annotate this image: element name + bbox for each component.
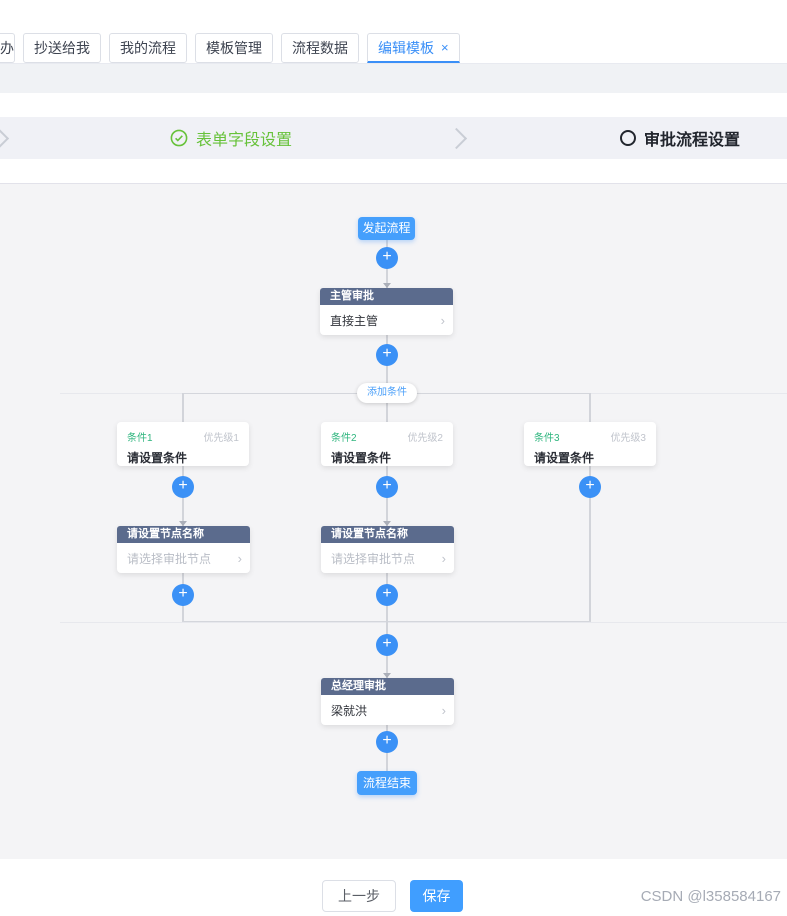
add-node-button[interactable]: + — [376, 247, 398, 269]
tab-partial[interactable]: 办 — [0, 33, 15, 63]
connector-line — [60, 622, 787, 623]
condition-placeholder: 请设置条件 — [534, 451, 595, 465]
tab-cc-to-me[interactable]: 抄送给我 — [23, 33, 101, 63]
step-form-fields-label: 表单字段设置 — [196, 132, 293, 149]
condition-card-2[interactable]: 条件2 优先级2 请设置条件 — [321, 422, 453, 466]
step-approval-flow[interactable]: 审批流程设置 — [620, 117, 740, 159]
node-card-branch-2[interactable]: 请设置节点名称 请选择审批节点 › — [321, 526, 454, 573]
node-card-title: 总经理审批 — [321, 678, 454, 695]
arrow-down-icon — [383, 673, 391, 678]
chevron-right-icon: › — [441, 550, 446, 566]
add-node-button[interactable]: + — [172, 476, 194, 498]
node-card-gm-approval[interactable]: 总经理审批 梁就洪 › — [321, 678, 454, 725]
add-condition-button[interactable]: 添加条件 — [357, 383, 417, 403]
node-card-placeholder: 请选择审批节点 — [127, 551, 212, 566]
chevron-right-icon: › — [440, 312, 445, 328]
node-card-branch-1[interactable]: 请设置节点名称 请选择审批节点 › — [117, 526, 250, 573]
toolbar-strip — [0, 64, 787, 93]
flow-canvas: 发起流程 + + + + + + + + + 主管审批 直接主管 › 添加条件 … — [0, 183, 787, 859]
condition-name: 条件2 — [331, 433, 357, 444]
close-icon[interactable]: × — [441, 40, 449, 55]
check-circle-icon — [170, 129, 188, 147]
arrow-down-icon — [383, 521, 391, 526]
condition-priority: 优先级2 — [407, 433, 443, 444]
tab-flow-data[interactable]: 流程数据 — [281, 33, 359, 63]
condition-card-1[interactable]: 条件1 优先级1 请设置条件 — [117, 422, 249, 466]
add-node-button[interactable]: + — [376, 634, 398, 656]
connector-line — [589, 393, 591, 422]
add-node-button[interactable]: + — [376, 476, 398, 498]
node-card-placeholder: 请选择审批节点 — [331, 551, 416, 566]
add-node-button[interactable]: + — [376, 731, 398, 753]
arrow-down-icon — [383, 283, 391, 288]
condition-name: 条件1 — [127, 433, 153, 444]
connector-line — [386, 393, 388, 422]
connector-line — [182, 393, 184, 422]
add-node-button[interactable]: + — [376, 344, 398, 366]
node-card-value: 直接主管 — [330, 313, 379, 328]
condition-card-3[interactable]: 条件3 优先级3 请设置条件 — [524, 422, 656, 466]
tab-template-mgmt[interactable]: 模板管理 — [195, 33, 273, 63]
condition-priority: 优先级1 — [203, 433, 239, 444]
chevron-right-icon — [0, 127, 10, 150]
chevron-right-icon — [445, 127, 468, 150]
chevron-right-icon: › — [237, 550, 242, 566]
connector-line — [589, 466, 591, 621]
tab-edit-template[interactable]: 编辑模板 × — [367, 33, 460, 63]
condition-priority: 优先级3 — [610, 433, 646, 444]
condition-placeholder: 请设置条件 — [331, 451, 392, 465]
node-card-title: 请设置节点名称 — [117, 526, 250, 543]
tab-my-flows[interactable]: 我的流程 — [109, 33, 187, 63]
arrow-down-icon — [179, 521, 187, 526]
step-form-fields[interactable]: 表单字段设置 — [170, 117, 292, 159]
circle-icon — [620, 130, 636, 146]
add-node-button[interactable]: + — [172, 584, 194, 606]
watermark: CSDN @l358584167 — [640, 888, 781, 905]
node-card-manager-approval[interactable]: 主管审批 直接主管 › — [320, 288, 453, 335]
node-card-title: 主管审批 — [320, 288, 453, 305]
add-node-button[interactable]: + — [376, 584, 398, 606]
node-card-value: 梁就洪 — [331, 703, 368, 718]
previous-step-button[interactable]: 上一步 — [322, 880, 396, 912]
save-button[interactable]: 保存 — [410, 880, 463, 912]
condition-placeholder: 请设置条件 — [127, 451, 188, 465]
add-node-button[interactable]: + — [579, 476, 601, 498]
end-node[interactable]: 流程结束 — [357, 771, 417, 795]
node-card-title: 请设置节点名称 — [321, 526, 454, 543]
step-approval-flow-label: 审批流程设置 — [644, 132, 741, 149]
chevron-right-icon: › — [441, 702, 446, 718]
condition-name: 条件3 — [534, 433, 560, 444]
tab-edit-template-label: 编辑模板 — [378, 39, 434, 56]
start-node[interactable]: 发起流程 — [358, 217, 415, 240]
tab-bar: 办 抄送给我 我的流程 模板管理 流程数据 编辑模板 × — [0, 33, 787, 64]
stepper: 表单字段设置 审批流程设置 — [0, 117, 787, 159]
